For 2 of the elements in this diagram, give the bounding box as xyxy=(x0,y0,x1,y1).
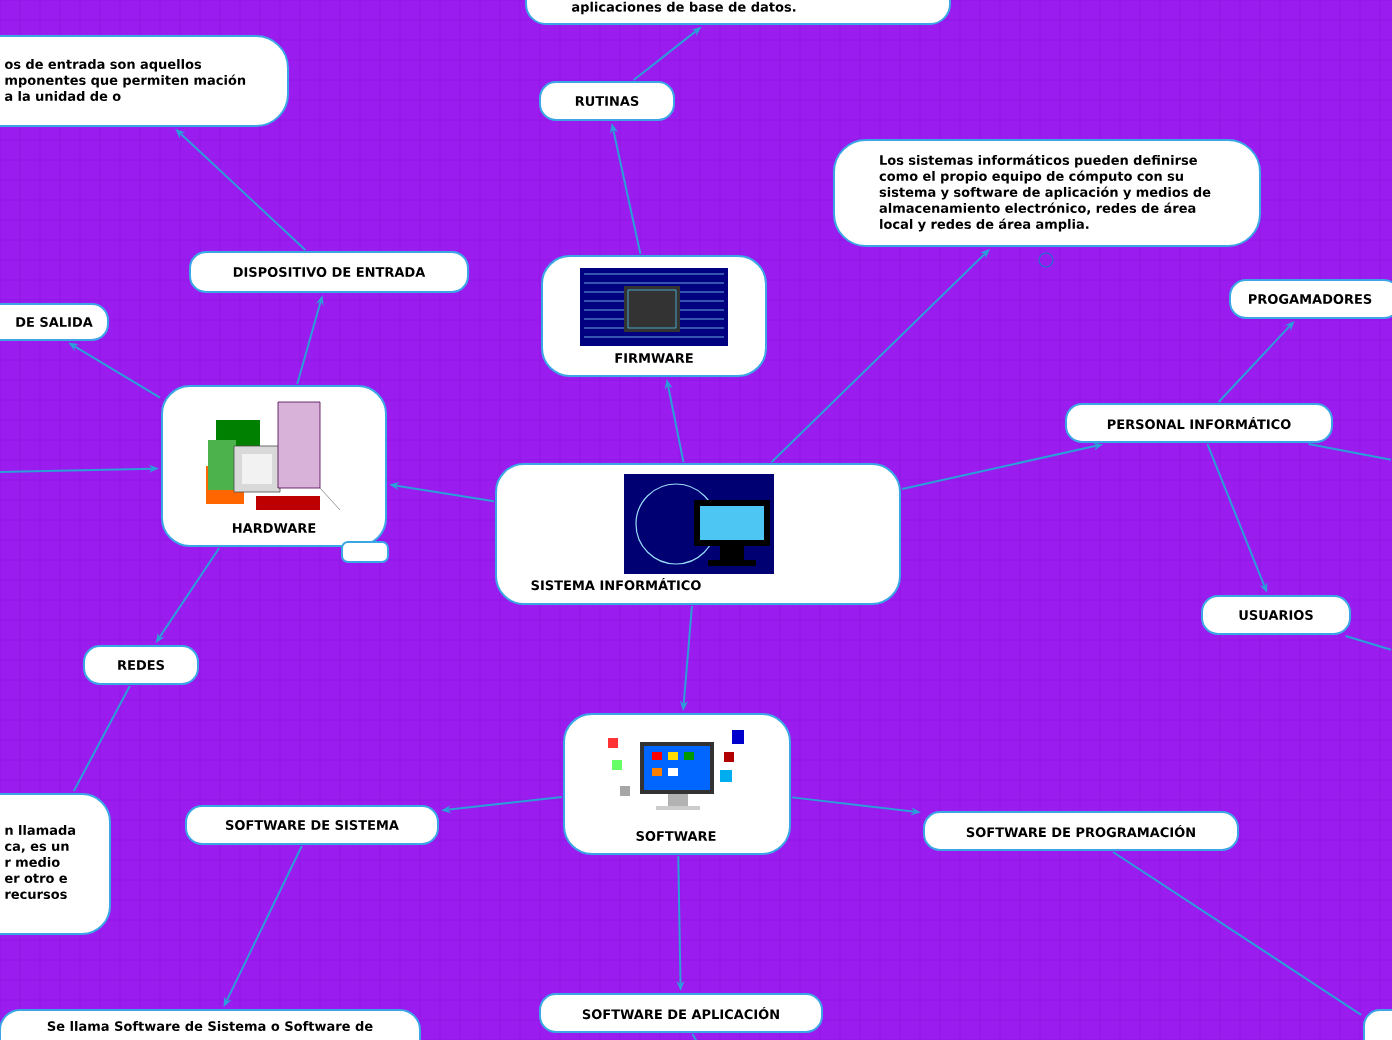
empty-box xyxy=(341,541,389,563)
empty-box xyxy=(1363,1009,1392,1040)
